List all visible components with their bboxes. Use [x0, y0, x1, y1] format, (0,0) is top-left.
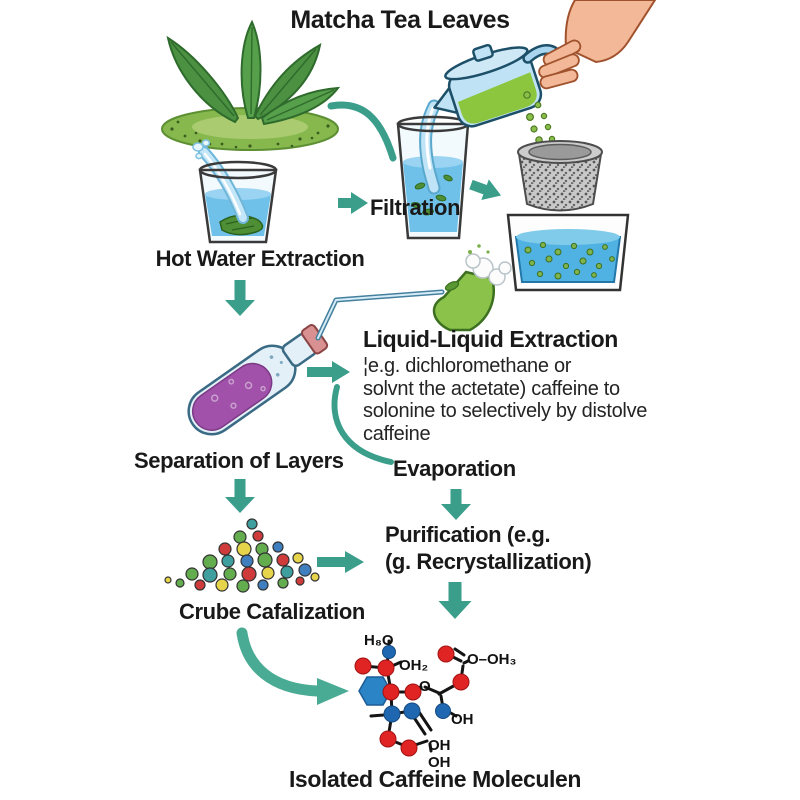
- molecule-label-oh2: OH₂: [399, 657, 428, 674]
- molecule-label-oh-right: OH: [451, 711, 474, 728]
- connector-lle-to-evaporation: [331, 384, 394, 465]
- step-label-hot-water-extraction: Hot Water Extraction: [155, 246, 365, 271]
- arrow-right-icon: [469, 179, 502, 200]
- filtrate-tray-icon: [506, 213, 630, 292]
- molecule-icon: H₈O OH₂ O O–OH₃ OH OH OH: [354, 632, 517, 771]
- molecule-label-oh-bottom: OH: [428, 754, 451, 771]
- step-label-liquid-liquid-extraction: Liquid-Liquid Extraction: [363, 326, 618, 352]
- step-label-filtration: Filtration: [370, 195, 461, 220]
- arrow-down-icon: [225, 280, 255, 316]
- arrow-right-icon: [338, 192, 368, 214]
- crystal-pile-icon: [164, 518, 320, 593]
- liquid-liquid-extraction-description: ¦e.g. dichloromethane or solvnt the acte…: [363, 355, 647, 445]
- water-stream-icon: [192, 139, 249, 224]
- molecule-label-o: O: [419, 678, 431, 695]
- lle-line-3: solonine to selectively by distolve: [363, 400, 648, 422]
- arrow-icon: [225, 179, 502, 619]
- separatory-vial-icon: [187, 324, 329, 436]
- water-stream-icon: [419, 99, 441, 195]
- strainer-icon: [517, 140, 603, 237]
- hand-icon: [538, 0, 657, 90]
- arrow-down-icon: [438, 582, 472, 619]
- arrow-down-icon: [441, 489, 471, 520]
- purification-tail: (e.g.: [501, 522, 551, 547]
- molecule-label-oh-mid: OH: [428, 737, 451, 754]
- connector-leaves-to-cup: [327, 101, 397, 162]
- page-title: Matcha Tea Leaves: [290, 6, 510, 34]
- arrow-right-icon: [307, 361, 350, 383]
- step-label-separation-of-layers: Separation of Layers: [134, 448, 344, 473]
- arrow-down-icon: [225, 479, 255, 513]
- molecule-label-o-oh3: O–OH₃: [467, 651, 517, 668]
- step-label-evaporation: Evaporation: [393, 456, 516, 481]
- hexagon-icon: [358, 676, 392, 706]
- purification-line2: (g. Recrystallization): [385, 549, 592, 574]
- transfer-tube-icon: [315, 289, 445, 341]
- tea-leaves-icon: [161, 19, 341, 151]
- purification-bold: Purification: [385, 522, 502, 547]
- molecule-label-h8o: H₈O: [364, 632, 394, 649]
- kettle-pour-icon: [433, 0, 657, 128]
- step-label-crude-crystallization: Crube Cafalization: [179, 599, 365, 624]
- step-label-purification: Purification (e.g. (g. Recrystallization…: [385, 521, 592, 575]
- lle-line-2: solvnt the actetate) caffeine to: [363, 377, 620, 400]
- lle-line-4: caffeine: [363, 422, 431, 445]
- green-flask-icon: [432, 244, 512, 332]
- step-label-isolated-caffeine: Isolated Caffeine Moleculen: [288, 766, 582, 792]
- glass-cup-icon: [398, 124, 468, 238]
- arrow-right-icon: [317, 551, 364, 573]
- lle-line-1: ¦e.g. dichloromethane or: [363, 355, 572, 377]
- glass-outlines: [198, 115, 470, 244]
- arrow-curved-icon: [236, 627, 349, 705]
